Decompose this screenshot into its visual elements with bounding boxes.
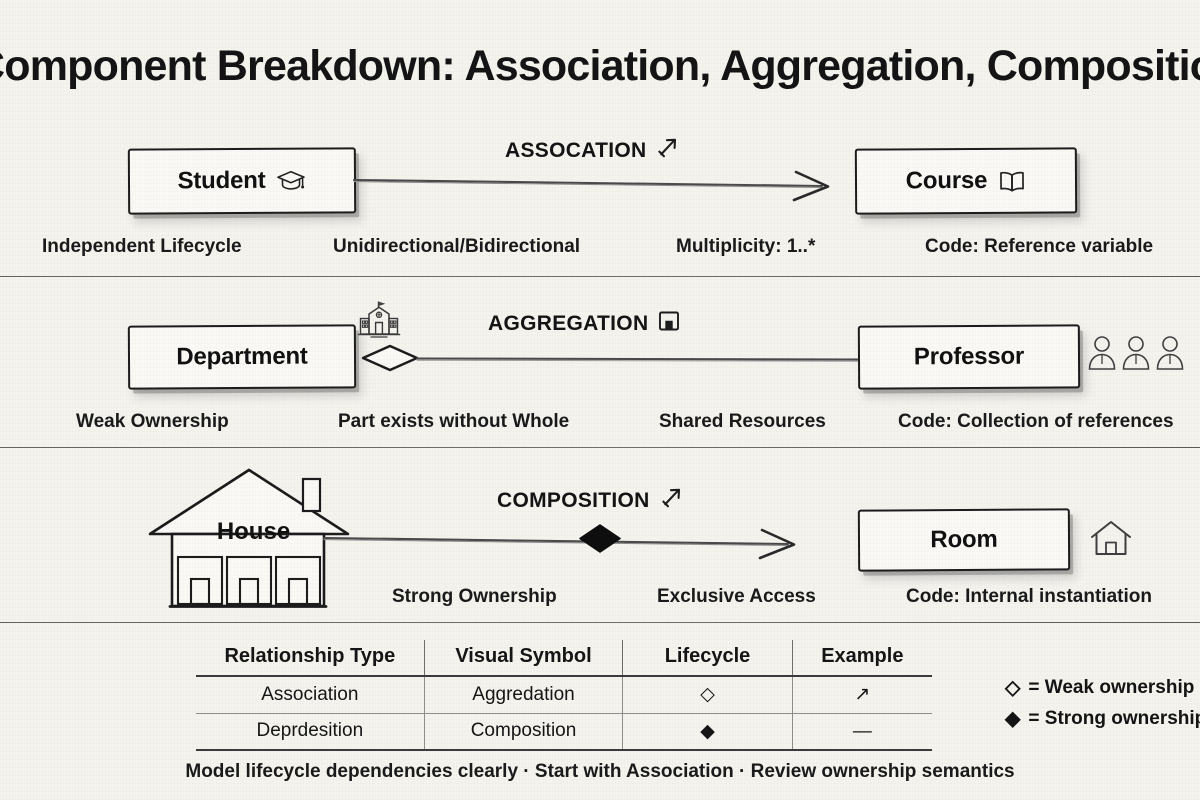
entity-box-course[interactable]: Course — [854, 147, 1078, 215]
entity-label-room: Room — [930, 525, 998, 554]
house-shape[interactable] — [146, 462, 421, 610]
caption-weak-ownership: Weak Ownership — [76, 411, 229, 432]
school-building-icon — [357, 300, 401, 347]
cell-example-2: — — [791, 713, 932, 751]
house-outline-icon — [1088, 517, 1134, 566]
entity-box-student[interactable]: Student — [127, 147, 357, 215]
entity-label-student: Student — [177, 166, 266, 195]
relation-label-composition: COMPOSITION — [497, 485, 684, 516]
table-row[interactable]: Deprdesition Composition ◆ — — [196, 713, 932, 751]
page-title: Component Breakdown: Association, Aggreg… — [0, 42, 1200, 90]
relation-label-aggregation: AGGREGATION — [488, 309, 681, 339]
legend-text-strong-ownership: = Strong ownership — [1028, 707, 1200, 729]
cell-relationship-type-2: Deprdesition — [196, 713, 425, 751]
column-header-visual-symbol: Visual Symbol — [423, 640, 623, 677]
caption-code-collection: Code: Collection of references — [898, 411, 1174, 432]
diagonal-arrow-icon — [659, 485, 684, 516]
cell-visual-symbol-1: Aggredation — [423, 676, 623, 714]
summary-table: Relationship Type Visual Symbol Lifecycl… — [196, 640, 932, 751]
row-divider-1 — [0, 276, 1200, 277]
cell-example-1: ↗ — [791, 676, 932, 714]
caption-multiplicity: Multiplicity: 1..* — [676, 236, 816, 257]
relation-text-composition: COMPOSITION — [497, 488, 650, 512]
table-row[interactable]: Association Aggredation ◇ ↗ — [196, 676, 932, 714]
column-header-example: Example — [791, 640, 932, 677]
three-people-icon — [1086, 331, 1186, 384]
entity-label-course: Course — [905, 166, 988, 195]
filled-diamond-icon: ◆ — [1005, 708, 1021, 730]
relation-text-aggregation: AGGREGATION — [488, 312, 649, 335]
caption-part-without-whole: Part exists without Whole — [338, 411, 570, 432]
relation-label-association: ASSOCATION — [505, 135, 680, 166]
entity-label-department: Department — [176, 342, 308, 371]
entity-label-professor: Professor — [913, 342, 1025, 371]
column-header-relationship-type: Relationship Type — [196, 640, 425, 677]
caption-exclusive-access: Exclusive Access — [657, 586, 816, 607]
connector-aggregation — [361, 344, 865, 372]
column-header-lifecycle: Lifecycle — [622, 640, 793, 677]
hollow-diamond-icon: ◇ — [1005, 677, 1021, 699]
row-divider-2 — [0, 447, 1200, 448]
legend: ◇ = Weak ownership ◆ = Strong ownership — [1005, 672, 1200, 734]
cell-lifecycle-2: ◆ — [622, 713, 793, 751]
legend-item-strong-ownership: ◆ = Strong ownership — [1005, 703, 1200, 734]
diagonal-arrow-icon — [655, 135, 680, 166]
caption-unidirectional: Unidirectional/Bidirectional — [333, 236, 581, 257]
door-icon — [657, 309, 681, 339]
row-divider-3 — [0, 622, 1200, 623]
hollow-diamond-symbol — [361, 344, 419, 372]
entity-label-house: House — [216, 518, 291, 545]
caption-code-instantiation: Code: Internal instantiation — [906, 586, 1152, 607]
relation-text-association: ASSOCATION — [505, 138, 647, 162]
connector-association — [352, 170, 830, 202]
graduation-cap-icon — [276, 169, 306, 193]
entity-box-room[interactable]: Room — [857, 508, 1071, 572]
caption-shared-resources: Shared Resources — [659, 411, 826, 432]
entity-box-professor[interactable]: Professor — [857, 324, 1081, 390]
cell-relationship-type-1: Association — [196, 676, 425, 714]
legend-item-weak-ownership: ◇ = Weak ownership — [1005, 672, 1200, 703]
table-header-row: Relationship Type Visual Symbol Lifecycl… — [196, 640, 932, 677]
entity-box-department[interactable]: Department — [127, 324, 357, 390]
cell-lifecycle-1: ◇ — [622, 676, 793, 714]
cell-visual-symbol-2: Composition — [423, 713, 623, 751]
open-book-icon — [998, 168, 1026, 193]
footer-tips: Model lifecycle dependencies clearly · S… — [185, 761, 1015, 782]
filled-diamond-symbol — [579, 524, 621, 553]
caption-code-reference: Code: Reference variable — [925, 236, 1154, 257]
caption-strong-ownership: Strong Ownership — [392, 586, 557, 607]
connector-composition — [322, 524, 796, 560]
caption-independent-lifecycle: Independent Lifecycle — [42, 236, 242, 257]
legend-text-weak-ownership: = Weak ownership — [1028, 676, 1195, 698]
